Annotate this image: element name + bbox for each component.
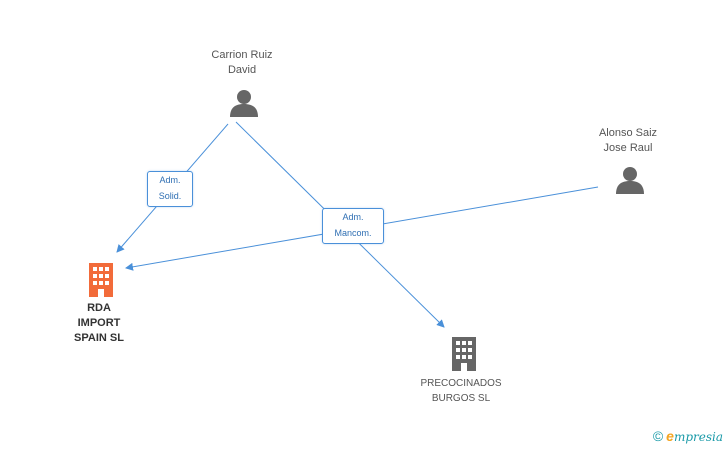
brand-name: mpresia <box>673 430 723 444</box>
company-name-line: IMPORT <box>77 317 121 329</box>
brand-e-letter: e <box>666 428 674 444</box>
person-name-line: Alonso Saiz <box>598 127 658 139</box>
company-name-line: SPAIN SL <box>74 332 124 344</box>
person-alonso-icon[interactable] <box>615 166 645 194</box>
company-name-line: BURGOS SL <box>431 393 491 404</box>
company-rda-building-icon[interactable] <box>86 263 116 297</box>
company-name-line: PRECOCINADOS <box>420 378 502 389</box>
person-name-line: Carrion Ruiz <box>211 49 273 61</box>
person-carrion-icon[interactable] <box>229 89 259 117</box>
person-name-line: Jose Raul <box>603 142 653 154</box>
company-precocinados-label: PRECOCINADOS BURGOS SL <box>401 376 521 406</box>
edge-label-adm-solid[interactable]: Adm. Solid. <box>147 171 193 207</box>
edge-label-line: Solid. <box>158 191 182 201</box>
company-precocinados-building-icon[interactable] <box>449 337 479 371</box>
copyright-symbol: © <box>652 428 664 444</box>
person-alonso-label: Alonso Saiz Jose Raul <box>578 126 678 156</box>
edge-label-line: Adm. <box>342 212 364 222</box>
empresia-logo: ©empresia <box>653 428 723 444</box>
company-rda-label: RDA IMPORT SPAIN SL <box>49 301 149 346</box>
edge-label-line: Adm. <box>159 175 181 185</box>
person-carrion-label: Carrion Ruiz David <box>192 48 292 78</box>
company-name-line: RDA <box>87 302 111 314</box>
edge-label-line: Mancom. <box>334 228 372 238</box>
person-name-line: David <box>227 64 257 76</box>
edge-label-adm-mancom[interactable]: Adm. Mancom. <box>322 208 384 244</box>
